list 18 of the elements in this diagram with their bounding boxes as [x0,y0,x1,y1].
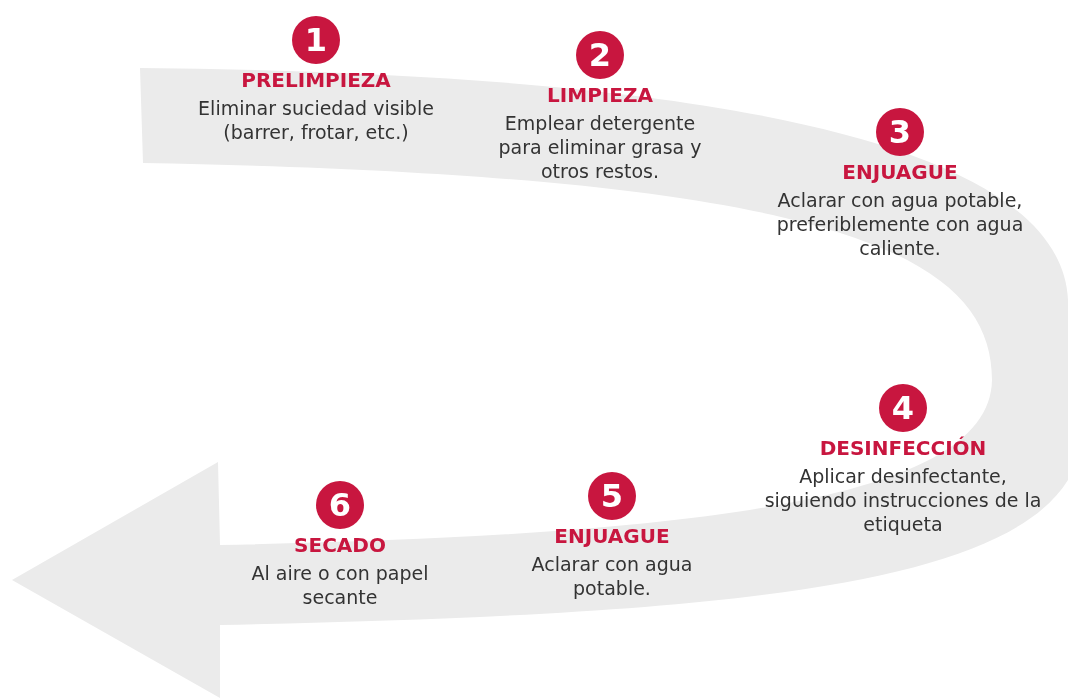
step-description: Al aire o con papel secante [250,561,430,609]
step-heading: ENJUAGUE [554,524,670,548]
step-description: Aclarar con agua potable. [530,552,694,600]
step-description: Aplicar desinfectante, siguiendo instrucciones de la etiqueta [763,464,1043,536]
step-number-circle: 4 [879,384,927,432]
step-number-circle: 1 [292,16,340,64]
step-heading: LIMPIEZA [547,83,653,107]
step-number-circle: 6 [316,481,364,529]
step-description: Eliminar suciedad visible (barrer, frotar, etc.) [197,96,435,144]
step-heading: DESINFECCIÓN [819,436,987,460]
step-heading: PRELIMPIEZA [241,68,391,92]
step-heading: SECADO [294,533,386,557]
step-number-circle: 5 [588,472,636,520]
step-heading: ENJUAGUE [842,160,958,184]
step-number-circle: 3 [876,108,924,156]
step-number-circle: 2 [576,31,624,79]
step-description: Aclarar con agua potable, preferiblemente con agua caliente. [775,188,1025,260]
step-description: Emplear detergente para eliminar grasa y otros restos. [497,111,703,183]
